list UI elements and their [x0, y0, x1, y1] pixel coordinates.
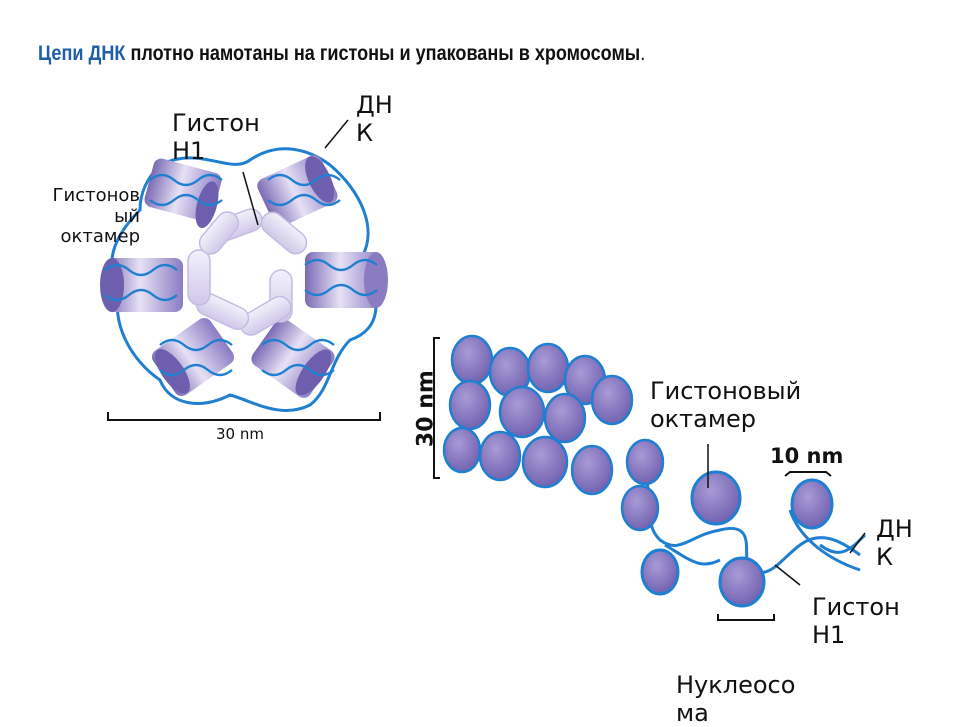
dna-linker-strand [638, 469, 861, 575]
scale-label-30nm-right: 30 nm [413, 370, 439, 448]
title-rest: плотно намотаны на гистоны и упакованы в… [125, 42, 641, 65]
fiber-and-beads [433, 334, 867, 621]
pointer-dna-right [849, 532, 866, 554]
scale-bar-10nm [784, 471, 832, 477]
dna-helix-wraps [104, 173, 378, 377]
solenoid-cross-section [100, 119, 388, 421]
pointer-h1-right [774, 564, 801, 586]
title-end: . [640, 42, 646, 65]
pointer-h1 [242, 171, 259, 226]
scale-bar-30nm-left [107, 412, 381, 421]
fiber-nucleosomes [442, 334, 665, 532]
nucleosome-left-1 [144, 158, 222, 229]
page-title: Цепи ДНК плотно намотаны на гистоны и уп… [38, 42, 645, 66]
scale-label-30nm-left: 30 nm [216, 425, 264, 443]
pointer-dna [324, 119, 349, 149]
nucleosome-left-2 [257, 155, 338, 227]
scale-bar-30nm-right [433, 337, 440, 479]
bead-nucleosomes [640, 470, 834, 608]
nucleosome-left-5 [151, 317, 235, 397]
histone-h1-ring [187, 208, 308, 336]
title-accent: Цепи ДНК [38, 42, 126, 65]
nucleosome-bracket [717, 614, 775, 621]
scale-label-10nm: 10 nm [770, 444, 844, 468]
